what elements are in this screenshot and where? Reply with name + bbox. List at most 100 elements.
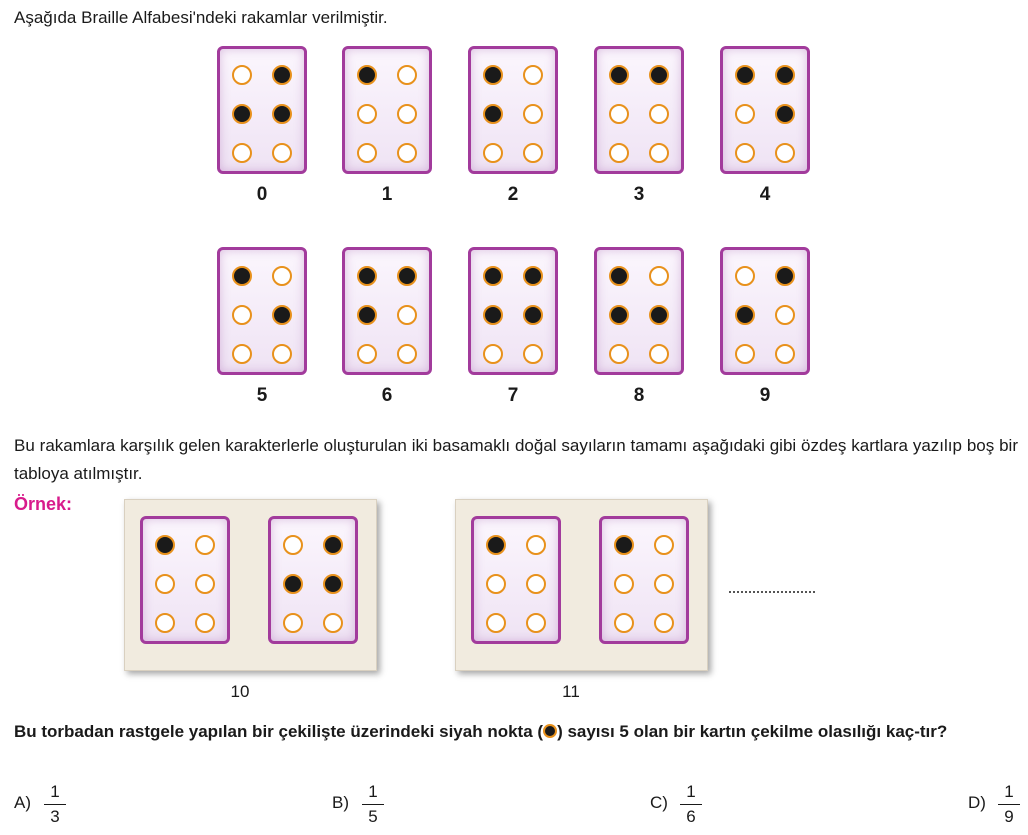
braille-dot-filled bbox=[609, 65, 629, 85]
option-letter: B) bbox=[332, 793, 349, 812]
fraction-bar bbox=[998, 804, 1020, 805]
braille-dot-empty bbox=[483, 143, 503, 163]
braille-dot-empty bbox=[775, 143, 795, 163]
braille-dot-empty bbox=[614, 613, 634, 633]
braille-dot-empty bbox=[232, 305, 252, 325]
braille-dot-empty bbox=[526, 535, 546, 555]
black-dot-icon bbox=[543, 724, 558, 738]
braille-dot-filled bbox=[649, 65, 669, 85]
braille-dot-filled bbox=[397, 266, 417, 286]
braille-dot-filled bbox=[735, 305, 755, 325]
braille-dot-empty bbox=[609, 104, 629, 124]
braille-dot-empty bbox=[735, 143, 755, 163]
braille-digit-label: 2 bbox=[507, 184, 519, 205]
braille-dot-empty bbox=[523, 104, 543, 124]
braille-digit-label: 9 bbox=[759, 385, 771, 406]
braille-dot-filled bbox=[283, 574, 303, 594]
example-card-10 bbox=[124, 499, 377, 671]
example-card-11 bbox=[455, 499, 708, 671]
fraction-numerator: 1 bbox=[1004, 782, 1014, 801]
braille-cell-9 bbox=[720, 247, 810, 375]
braille-dot-filled bbox=[609, 266, 629, 286]
intro-text: Aşağıda Braille Alfabesi'ndeki rakamlar … bbox=[14, 8, 388, 27]
braille-dot-empty bbox=[272, 266, 292, 286]
braille-dot-empty bbox=[397, 143, 417, 163]
braille-dot-empty bbox=[526, 574, 546, 594]
braille-dot-filled bbox=[272, 305, 292, 325]
question-text-start: Bu torbadan rastgele yapılan bir çekiliş… bbox=[14, 722, 544, 741]
option-fraction: 1 6 bbox=[680, 780, 702, 829]
braille-dot-empty bbox=[609, 344, 629, 364]
braille-cell-4 bbox=[720, 46, 810, 174]
braille-dot-filled bbox=[323, 535, 343, 555]
option-letter: A) bbox=[14, 793, 31, 812]
braille-dot-filled bbox=[483, 104, 503, 124]
braille-cell-3 bbox=[594, 46, 684, 174]
braille-dot-empty bbox=[272, 344, 292, 364]
braille-dot-empty bbox=[649, 104, 669, 124]
braille-dot-filled bbox=[523, 305, 543, 325]
braille-dot-empty bbox=[614, 574, 634, 594]
fraction-denominator: 9 bbox=[1004, 807, 1014, 826]
braille-dot-empty bbox=[397, 344, 417, 364]
braille-dot-empty bbox=[195, 613, 215, 633]
fraction-numerator: 1 bbox=[368, 782, 378, 801]
braille-cell-0 bbox=[217, 46, 307, 174]
braille-dot-empty bbox=[735, 104, 755, 124]
braille-dot-filled bbox=[775, 266, 795, 286]
braille-dot-empty bbox=[775, 305, 795, 325]
example-card-label: 10 bbox=[230, 682, 250, 701]
braille-dot-filled bbox=[609, 305, 629, 325]
braille-cell-1 bbox=[342, 46, 432, 174]
option-fraction: 1 5 bbox=[362, 780, 384, 829]
braille-dot-filled bbox=[735, 65, 755, 85]
option-fraction: 1 3 bbox=[44, 780, 66, 829]
braille-dot-empty bbox=[486, 613, 506, 633]
braille-dot-filled bbox=[483, 65, 503, 85]
braille-digit-label: 1 bbox=[381, 184, 393, 205]
braille-dot-empty bbox=[649, 266, 669, 286]
braille-dot-empty bbox=[735, 344, 755, 364]
braille-dot-filled bbox=[483, 266, 503, 286]
braille-dot-empty bbox=[523, 344, 543, 364]
problem-paragraph: Bu rakamlara karşılık gelen karakterlerl… bbox=[14, 436, 1018, 483]
braille-dot-filled bbox=[486, 535, 506, 555]
braille-cell-8 bbox=[594, 247, 684, 375]
example-braille-cell bbox=[268, 516, 358, 644]
braille-dot-filled bbox=[232, 266, 252, 286]
braille-dot-empty bbox=[523, 143, 543, 163]
braille-dot-empty bbox=[609, 143, 629, 163]
braille-dot-empty bbox=[397, 104, 417, 124]
braille-dot-filled bbox=[155, 535, 175, 555]
dotted-continuation-line bbox=[729, 591, 815, 593]
braille-dot-filled bbox=[483, 305, 503, 325]
braille-dot-empty bbox=[775, 344, 795, 364]
braille-dot-empty bbox=[397, 305, 417, 325]
fraction-denominator: 6 bbox=[686, 807, 696, 826]
example-braille-cell bbox=[140, 516, 230, 644]
braille-dot-empty bbox=[195, 574, 215, 594]
fraction-numerator: 1 bbox=[50, 782, 60, 801]
braille-digit-label: 5 bbox=[256, 385, 268, 406]
braille-dot-filled bbox=[323, 574, 343, 594]
braille-dot-empty bbox=[357, 143, 377, 163]
example-card-label: 11 bbox=[562, 682, 580, 701]
braille-dot-empty bbox=[654, 535, 674, 555]
braille-digit-label: 7 bbox=[507, 385, 519, 406]
braille-dot-filled bbox=[614, 535, 634, 555]
braille-dot-empty bbox=[397, 65, 417, 85]
braille-dot-empty bbox=[649, 344, 669, 364]
braille-cell-7 bbox=[468, 247, 558, 375]
braille-cell-6 bbox=[342, 247, 432, 375]
fraction-denominator: 3 bbox=[50, 807, 60, 826]
fraction-bar bbox=[44, 804, 66, 805]
braille-dot-empty bbox=[155, 613, 175, 633]
fraction-denominator: 5 bbox=[368, 807, 378, 826]
braille-digit-label: 3 bbox=[633, 184, 645, 205]
braille-digit-label: 4 bbox=[759, 184, 771, 205]
fraction-numerator: 1 bbox=[686, 782, 696, 801]
braille-dot-empty bbox=[654, 613, 674, 633]
braille-dot-filled bbox=[272, 104, 292, 124]
braille-dot-empty bbox=[283, 535, 303, 555]
option-letter: C) bbox=[650, 793, 668, 812]
